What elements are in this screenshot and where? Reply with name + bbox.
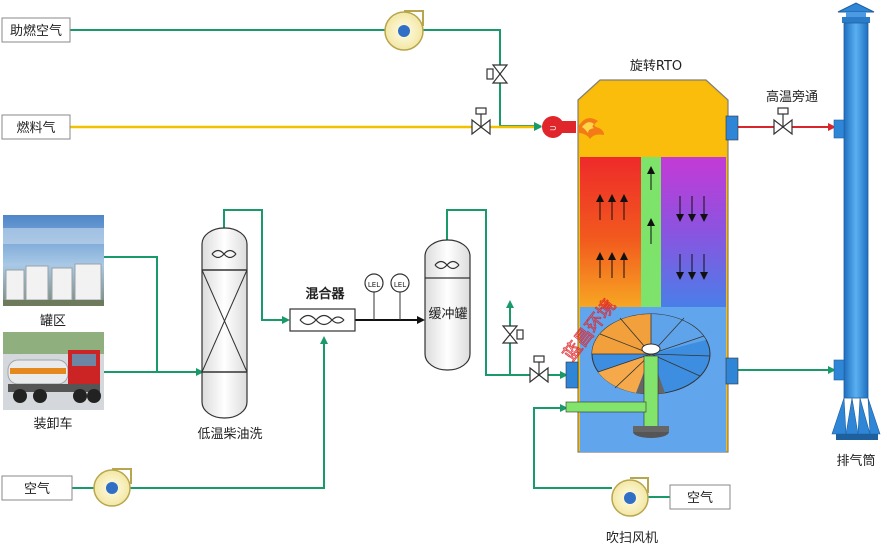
buffer-tank-label: 缓冲罐: [428, 307, 467, 322]
label-box-combustion-air: 助燃空气: [1, 17, 71, 43]
pipe-tank-area: [104, 256, 200, 373]
label-box-fuel-gas: 燃料气: [1, 114, 71, 140]
lel-sensor-icon: LEL: [364, 273, 384, 320]
svg-text:燃料气: 燃料气: [16, 120, 55, 136]
tank-area-photo: [3, 215, 104, 306]
mixer: [289, 308, 356, 332]
pipe-wash-to-mixer: [223, 209, 290, 324]
mixer-label: 混合器: [305, 286, 345, 302]
valve-icon: [529, 355, 549, 384]
bypass-label: 高温旁通: [766, 89, 818, 105]
pipe-purge: [533, 404, 612, 489]
valve-icon: [501, 325, 524, 344]
exhaust-stack: [831, 2, 881, 440]
truck-label: 装卸车: [33, 416, 72, 432]
lel-sensor-icon: LEL: [390, 273, 410, 320]
label-box-air-bottom: 空气: [1, 475, 73, 501]
valve-icon: [773, 107, 793, 136]
buffer-tank: [424, 239, 471, 371]
pipe-air-to-mixer: [72, 338, 324, 489]
svg-text:LEL: LEL: [368, 281, 380, 289]
truck-photo: [3, 332, 104, 410]
pipe-network: [70, 29, 836, 498]
rto-label: 旋转RTO: [630, 59, 682, 74]
diesel-wash-column: [201, 227, 248, 419]
pipe-buffer-to-rto: [446, 209, 568, 379]
fan-icon: [611, 477, 649, 517]
diesel-wash-label: 低温柴油洗: [197, 427, 262, 442]
burner-icon: ⊃: [542, 116, 604, 139]
fan-icon: [384, 10, 424, 51]
rotary-rto: [565, 79, 739, 453]
valve-icon: [471, 107, 491, 136]
fan-icon: [93, 468, 132, 507]
svg-text:空气: 空气: [24, 481, 50, 497]
svg-text:LEL: LEL: [394, 281, 406, 289]
stack-label: 排气筒: [836, 453, 875, 469]
pipe-combustion-air: [70, 29, 540, 126]
tank-area-label: 罐区: [40, 314, 66, 329]
label-box-air-purge: 空气: [669, 484, 731, 510]
purge-fan-label: 吹扫风机: [606, 531, 658, 546]
svg-text:助燃空气: 助燃空气: [10, 23, 62, 39]
svg-text:空气: 空气: [687, 490, 713, 506]
svg-text:⊃: ⊃: [549, 124, 557, 134]
valve-icon: [486, 64, 509, 84]
